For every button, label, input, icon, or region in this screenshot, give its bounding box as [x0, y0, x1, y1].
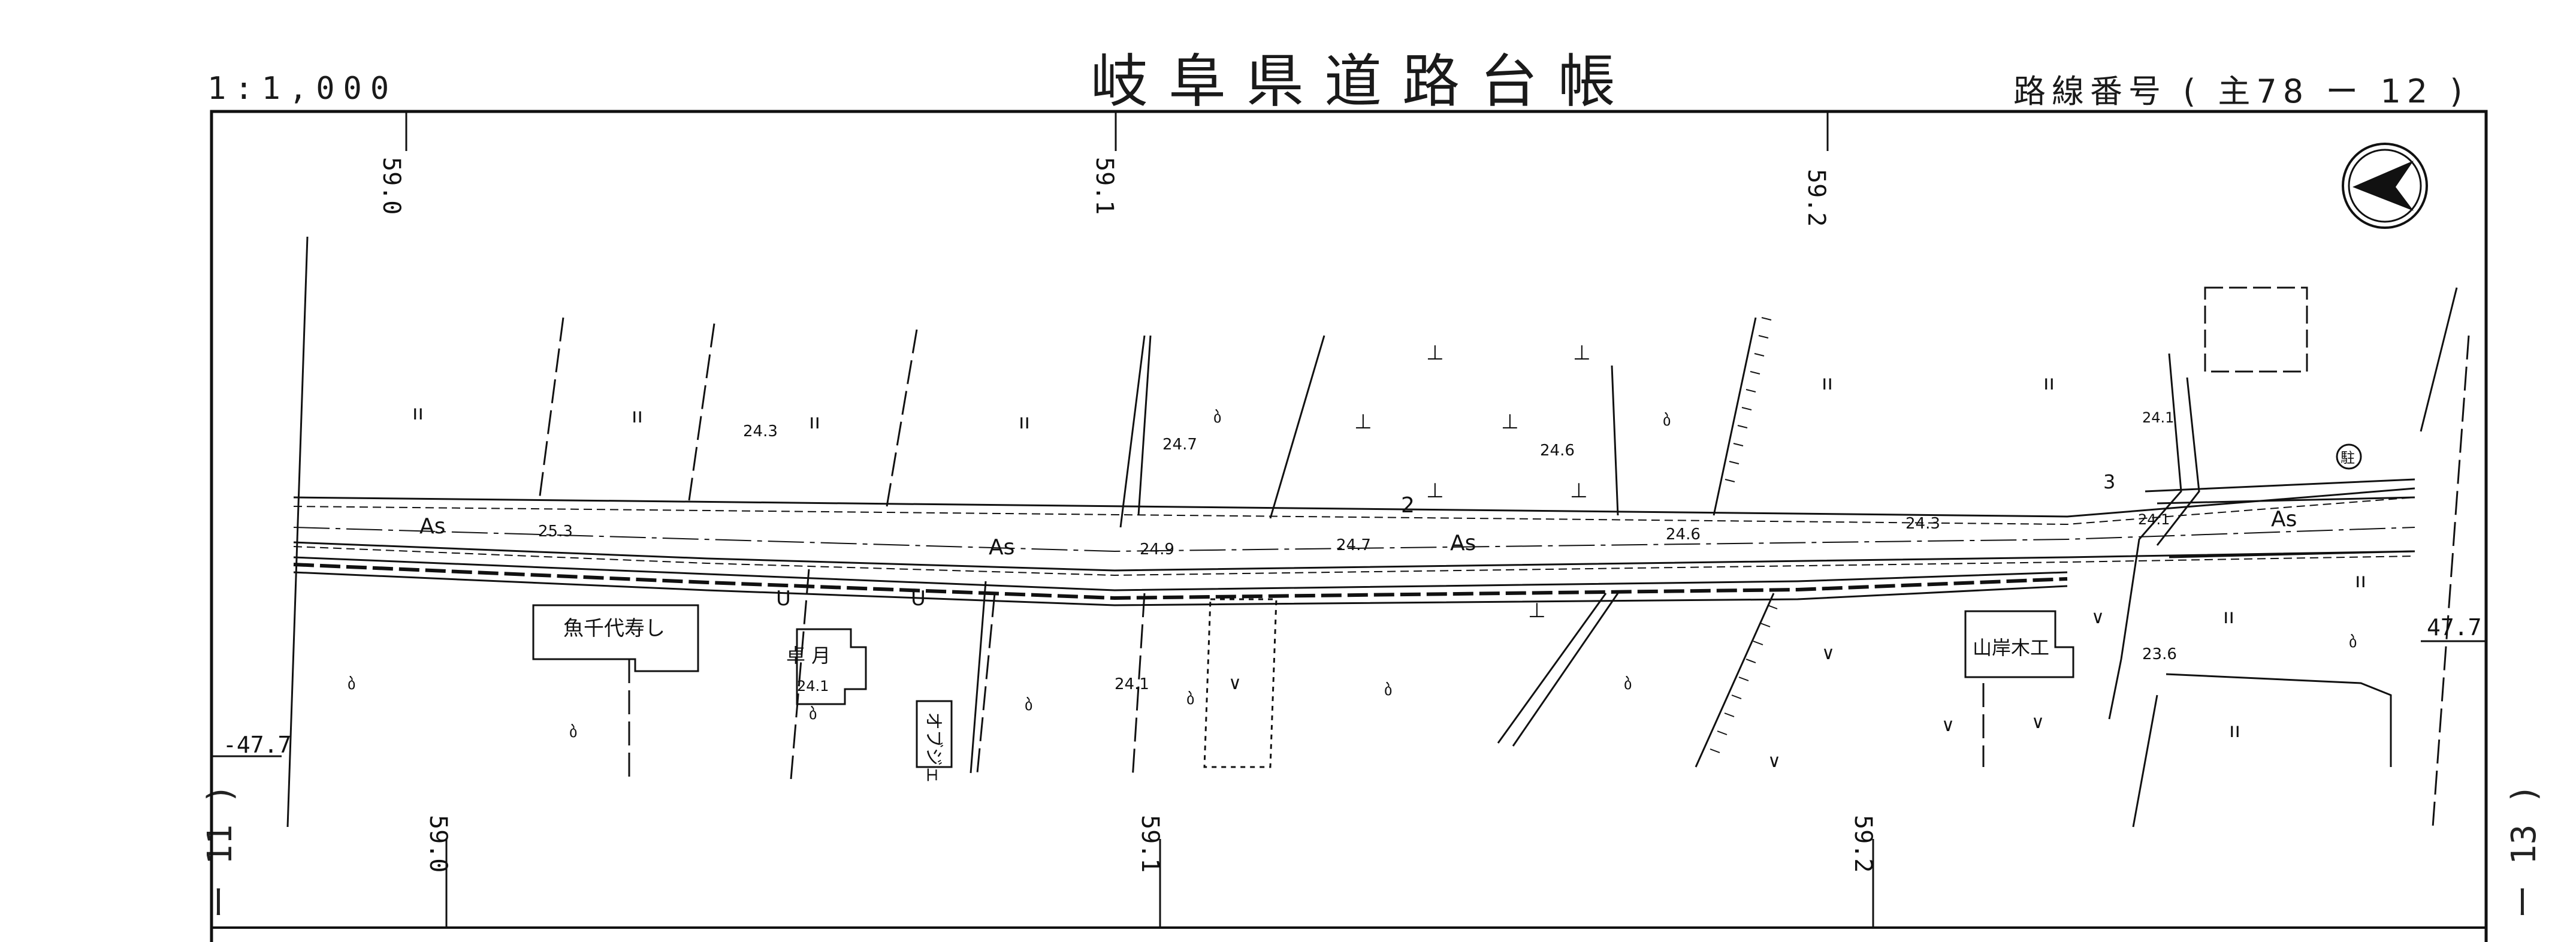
svg-text:ბ: ბ	[2349, 633, 2357, 651]
svg-text:ıı: ıı	[632, 404, 643, 428]
building-objet: オブジェ	[923, 712, 944, 784]
station-bottom-1: 59.0	[424, 815, 452, 872]
svg-text:U: U	[911, 587, 926, 611]
spot-height-1: 24.3	[743, 422, 778, 440]
svg-text:ıı: ıı	[2223, 605, 2234, 629]
svg-text:ıı: ıı	[809, 410, 820, 434]
svg-text:ıı: ıı	[412, 401, 424, 425]
svg-text:⊥: ⊥	[1570, 479, 1588, 503]
svg-text:ბ: ბ	[348, 675, 355, 693]
spot-height-5: 24.9	[1140, 541, 1174, 558]
spot-height-9: 24.1	[1115, 675, 1149, 693]
offset-label-left: -47.7	[223, 732, 291, 758]
spot-height-4: 25.3	[538, 523, 573, 541]
spot-height-13: 24.1	[2142, 409, 2174, 426]
parking-mark: 駐	[2341, 449, 2355, 466]
building-sushi: 魚千代寿し	[563, 617, 665, 641]
station-top-2: 59.1	[1091, 157, 1118, 215]
svg-text:ბ: ბ	[809, 705, 817, 723]
svg-text:U: U	[776, 587, 791, 611]
svg-text:∨: ∨	[1822, 643, 1835, 664]
property-lines	[538, 317, 2470, 828]
lot-number-3: 3	[2103, 470, 2115, 493]
svg-text:⊥: ⊥	[1501, 410, 1519, 434]
station-ticks-top	[405, 113, 1874, 928]
solid-boundaries	[286, 236, 2458, 828]
spot-height-11: 24.1	[2138, 511, 2170, 528]
svg-text:ıı: ıı	[2355, 569, 2366, 593]
station-top-3: 59.2	[1802, 169, 1830, 227]
svg-text:ıı: ıı	[2229, 718, 2240, 742]
spot-height-2: 24.7	[1162, 436, 1197, 454]
map-title: 岐阜県道路台帳	[1091, 48, 1636, 115]
svg-text:ბ: ბ	[1025, 696, 1032, 714]
spot-height-12: 23.6	[2142, 645, 2177, 663]
pavement-label-3: As	[1450, 531, 1476, 555]
north-arrow-icon	[2342, 143, 2428, 229]
svg-text:ბ: ბ	[1186, 690, 1194, 708]
station-bottom-3: 59.2	[1849, 815, 1877, 872]
svg-text:ბ: ბ	[1384, 681, 1392, 699]
lot-number-2: 2	[1401, 493, 1415, 518]
embankment-hatching	[1119, 317, 1778, 768]
pavement-label-4: As	[2271, 507, 2297, 532]
svg-text:ıı: ıı	[2043, 371, 2055, 395]
building-mokko: 山岸木工	[1973, 636, 2049, 659]
offset-label-right: 47.7	[2427, 614, 2482, 641]
pavement-label-2: As	[989, 535, 1014, 560]
building-tsuki: 卓 月	[786, 644, 831, 667]
spot-height-7: 24.6	[1666, 526, 1701, 544]
building-outlines	[532, 443, 2362, 768]
svg-text:ıı: ıı	[1822, 371, 1833, 395]
land-use-symbols: ıı ıı ıı ıı ıı ıı ıı ıı ıı ⊥ ⊥ ⊥ ⊥ ⊥ ⊥ ⊥ ∨ ∨ ∨ ∨ ∨ ∨ ბ ბ ბ…	[348, 341, 2366, 772]
svg-text:∨: ∨	[1941, 715, 1955, 736]
svg-text:ბ: ბ	[1213, 409, 1221, 427]
svg-text:ıı: ıı	[1019, 410, 1030, 434]
spot-height-10: 24.1	[797, 678, 829, 695]
road-lines	[293, 487, 2415, 606]
route-number: 路線番号 ( 主78 ー 12 )	[2013, 73, 2469, 110]
svg-text:⊥: ⊥	[1573, 341, 1591, 365]
map-frame	[210, 110, 2488, 942]
svg-text:ბ: ბ	[1624, 675, 1632, 693]
svg-text:∨: ∨	[2091, 607, 2104, 628]
svg-text:∨: ∨	[2031, 712, 2045, 733]
spot-height-6: 24.7	[1336, 536, 1371, 554]
svg-text:⊥: ⊥	[1426, 479, 1444, 503]
spot-height-8: 24.3	[1905, 515, 1940, 533]
scale-label: 1:1,000	[207, 71, 398, 107]
station-top-1: 59.0	[378, 157, 405, 215]
pavement-label-1: As	[419, 514, 445, 539]
svg-text:⊥: ⊥	[1354, 410, 1372, 434]
spot-height-3: 24.6	[1540, 442, 1575, 460]
svg-text:ბ: ბ	[569, 723, 577, 741]
svg-text:∨: ∨	[1228, 673, 1242, 694]
svg-text:⊥: ⊥	[1528, 599, 1546, 623]
station-bottom-2: 59.1	[1136, 815, 1164, 872]
svg-text:⊥: ⊥	[1426, 341, 1444, 365]
svg-text:ბ: ბ	[1663, 412, 1671, 430]
svg-text:∨: ∨	[1768, 751, 1781, 772]
